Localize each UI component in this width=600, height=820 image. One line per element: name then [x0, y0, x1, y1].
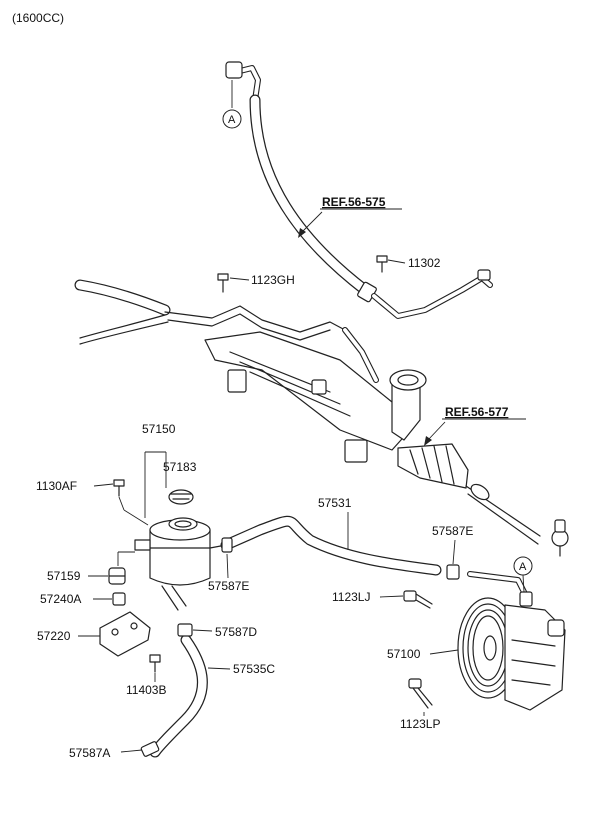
svg-text:A: A: [228, 114, 236, 126]
bolt-1123lj: [403, 590, 433, 609]
svg-text:1123LJ: 1123LJ: [332, 590, 370, 604]
label-57220: 57220: [37, 629, 100, 643]
svg-text:1130AF: 1130AF: [36, 479, 77, 493]
clamp-57587e-left: [221, 537, 233, 553]
svg-text:1123LP: 1123LP: [400, 717, 440, 731]
svg-text:57100: 57100: [387, 647, 421, 661]
svg-text:57587D: 57587D: [215, 625, 257, 639]
label-57183: 57183: [163, 460, 197, 474]
label-57531: 57531: [318, 496, 352, 550]
svg-text:11302: 11302: [408, 256, 441, 270]
svg-text:57531: 57531: [318, 496, 352, 510]
svg-text:57587E: 57587E: [208, 579, 249, 593]
svg-text:REF.56-575: REF.56-575: [322, 195, 386, 209]
svg-text:57159: 57159: [47, 569, 81, 583]
clamp-57587a: [140, 741, 160, 757]
ref-56-575: REF.56-575: [298, 195, 402, 238]
label-57587a: 57587A: [69, 746, 143, 760]
label-57535c: 57535C: [207, 662, 275, 676]
label-57587e-left: 57587E: [208, 553, 249, 593]
collar-57240a: [112, 592, 126, 606]
marker-a-pump: A: [513, 556, 533, 593]
pressure-hose-assembly: [225, 61, 493, 319]
svg-text:1123GH: 1123GH: [251, 273, 295, 287]
bolt-1130af: [113, 479, 125, 497]
label-1123lj: 1123LJ: [332, 590, 404, 604]
steering-gear-assembly: [74, 279, 569, 557]
bracket-57220: [99, 611, 151, 657]
ref-56-577: REF.56-577: [424, 405, 526, 446]
label-57240a: 57240A: [40, 592, 112, 606]
svg-text:11403B: 11403B: [126, 683, 166, 697]
reservoir-cap: [168, 489, 194, 505]
pump-inlet-pipe: [467, 571, 531, 603]
bolt-11302: [376, 255, 388, 273]
svg-text:57587A: 57587A: [69, 746, 110, 760]
svg-text:57220: 57220: [37, 629, 71, 643]
label-57587d: 57587D: [192, 625, 257, 639]
svg-text:57535C: 57535C: [233, 662, 275, 676]
reservoir-assembly: [134, 517, 227, 611]
label-11302: 11302: [387, 256, 441, 270]
label-1123lp: 1123LP: [400, 712, 440, 731]
suction-hose-57531: [220, 515, 442, 576]
svg-text:REF.56-577: REF.56-577: [445, 405, 509, 419]
engine-variant-label: (1600CC): [12, 11, 64, 25]
label-11403b: 11403B: [126, 673, 166, 697]
label-57150: 57150: [142, 422, 176, 518]
power-steering-pump: [457, 591, 566, 711]
label-1123gh: 1123GH: [229, 273, 295, 287]
clamp-57587d: [177, 623, 193, 637]
svg-text:57183: 57183: [163, 460, 197, 474]
label-57587e-right: 57587E: [432, 524, 473, 565]
label-57159: 57159: [47, 551, 135, 583]
bolt-1123lp: [408, 678, 433, 709]
marker-a-top: A: [222, 109, 242, 129]
svg-text:A: A: [519, 561, 527, 573]
bolt-1123gh: [217, 273, 229, 293]
mount-rubber-57159: [108, 567, 126, 585]
return-hose-57535c: [149, 634, 208, 758]
bolt-11403b: [149, 654, 161, 673]
svg-text:57240A: 57240A: [40, 592, 81, 606]
svg-text:57150: 57150: [142, 422, 176, 436]
label-57100: 57100: [387, 647, 459, 661]
label-1130af: 1130AF: [36, 479, 149, 526]
clamp-57587e-right: [446, 564, 460, 580]
svg-text:57587E: 57587E: [432, 524, 473, 538]
